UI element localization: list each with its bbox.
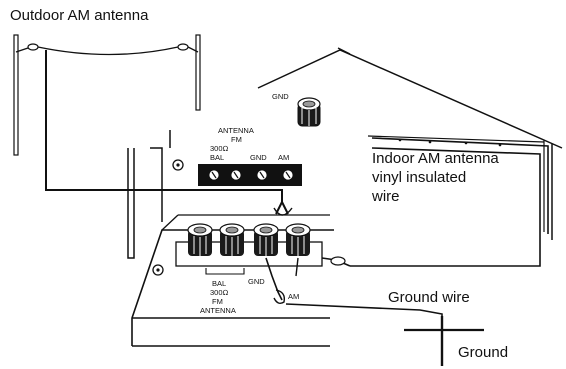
gnd-lead xyxy=(265,257,283,301)
gnd-knob xyxy=(297,97,321,127)
label-ground-wire: Ground wire xyxy=(388,289,470,306)
ground-assembly xyxy=(285,303,484,366)
house xyxy=(257,47,563,240)
right-mast xyxy=(195,34,201,111)
label-term-300: 300Ω xyxy=(210,288,229,297)
knob-bal-1 xyxy=(187,223,213,256)
label-panel-300: 300Ω xyxy=(210,144,229,153)
insulator-right xyxy=(177,43,189,51)
receiver-rear xyxy=(127,130,302,259)
terminal-knobs xyxy=(187,223,311,256)
label-indoor-antenna-2: vinyl insulated xyxy=(372,169,466,186)
label-panel-fm: FM xyxy=(231,135,242,144)
indoor-antenna-wire xyxy=(350,137,549,267)
label-term-antenna: ANTENNA xyxy=(200,306,236,315)
knob-am xyxy=(285,223,311,256)
label-gnd-knob: GND xyxy=(272,92,289,101)
connectors xyxy=(265,201,351,305)
knob-gnd xyxy=(253,223,279,256)
outdoor-antenna xyxy=(13,34,283,202)
bal-bracket xyxy=(205,268,245,275)
label-panel-gnd: GND xyxy=(250,153,267,162)
label-indoor-antenna-1: Indoor AM antenna xyxy=(372,150,499,167)
label-term-fm: FM xyxy=(212,297,223,306)
antenna-wire xyxy=(37,46,179,56)
insulator-left xyxy=(27,43,39,51)
label-term-gnd: GND xyxy=(248,277,265,286)
label-outdoor-antenna: Outdoor AM antenna xyxy=(10,7,149,24)
label-panel-bal: BAL xyxy=(210,153,224,162)
label-panel-antenna: ANTENNA xyxy=(218,126,254,135)
label-panel-am: AM xyxy=(278,153,289,162)
label-term-am: AM xyxy=(288,292,299,301)
gnd-lug xyxy=(273,289,286,305)
ground-wire xyxy=(285,303,443,330)
knob-bal-2 xyxy=(219,223,245,256)
label-term-bal: BAL xyxy=(212,279,226,288)
left-mast xyxy=(13,34,19,156)
label-ground: Ground xyxy=(458,344,508,361)
rear-terminal-strip xyxy=(198,164,302,186)
label-indoor-antenna-3: wire xyxy=(371,188,400,205)
lead-in-wire xyxy=(45,50,283,202)
